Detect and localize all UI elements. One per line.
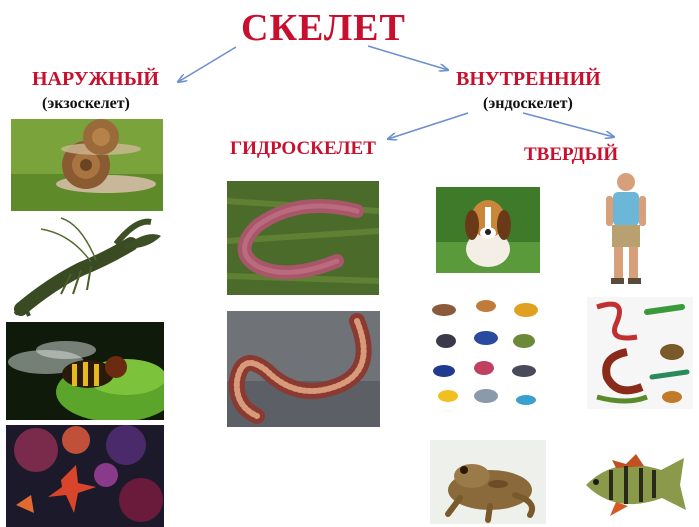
frog-photo (430, 440, 546, 524)
hydroskeleton-label: ГИДРОСКЕЛЕТ (230, 138, 376, 160)
arrow-to-hard-skeleton (523, 113, 614, 137)
external-skeleton-label: НАРУЖНЫЙ (32, 68, 159, 91)
endoskeleton-sublabel: (эндоскелет) (483, 95, 573, 113)
snail-photo (11, 119, 163, 211)
birds-collage (426, 296, 550, 410)
sea-worm-photo (227, 311, 380, 427)
hard-skeleton-label: ТВЕРДЫЙ (524, 144, 618, 166)
hoverfly-photo (6, 322, 164, 420)
starfish-urchin-photo (6, 425, 164, 527)
exoskeleton-sublabel: (экзоскелет) (42, 95, 130, 113)
earthworm-photo (227, 181, 379, 295)
arrow-to-external (178, 47, 236, 82)
arrow-to-hydroskeleton (388, 113, 468, 139)
diagram-title: СКЕЛЕТ (241, 6, 406, 50)
man-photo (586, 170, 666, 288)
beagle-photo (436, 187, 540, 273)
reptiles-collage (587, 297, 693, 409)
crayfish-photo (11, 214, 163, 317)
internal-skeleton-label: ВНУТРЕННИЙ (456, 68, 601, 91)
perch-photo (576, 440, 698, 524)
